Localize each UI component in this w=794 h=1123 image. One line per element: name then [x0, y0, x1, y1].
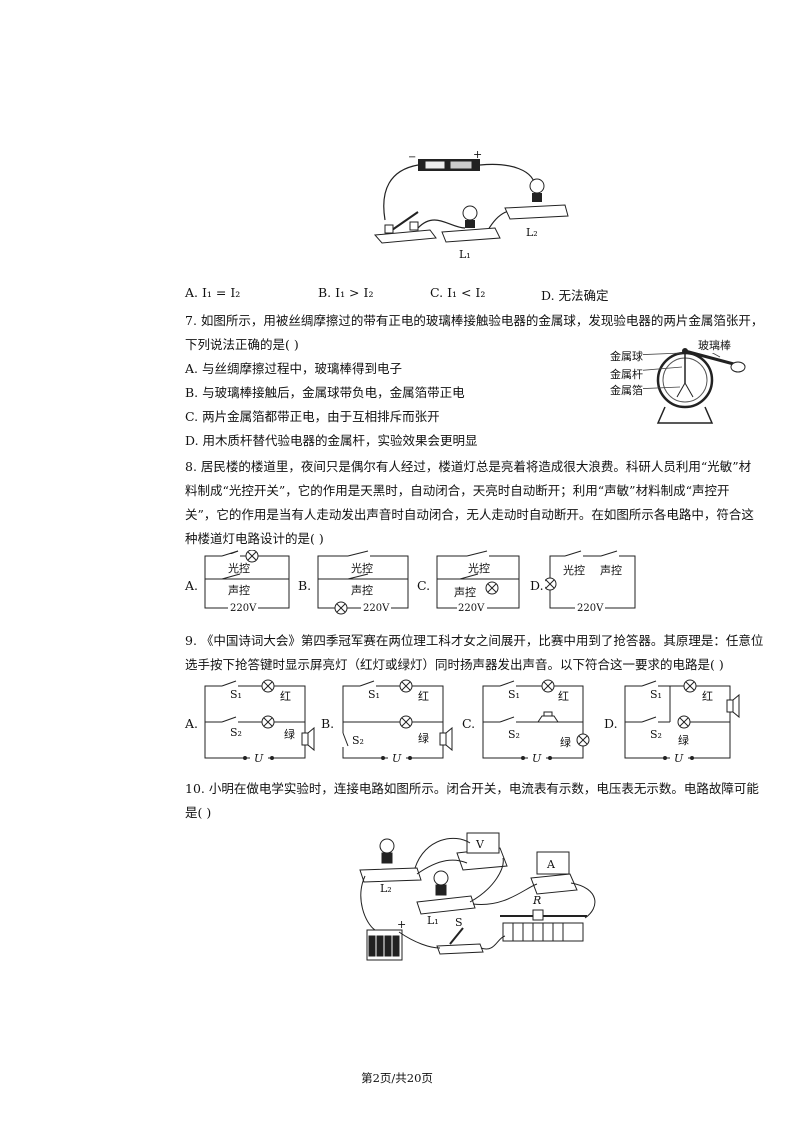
q9-d-s2: S₂: [650, 728, 662, 741]
q8-option-a-label[interactable]: A.: [185, 578, 199, 593]
q9-c-s2: S₂: [508, 728, 520, 741]
q7-label-rod: 金属杆: [610, 366, 643, 382]
q10-label-r: R: [533, 894, 542, 907]
q9-option-d-label[interactable]: D.: [604, 716, 618, 731]
q9-a-s1: S₁: [230, 688, 242, 701]
q8-c-voltage: 220V: [458, 603, 485, 614]
q8-circuit-a[interactable]: 光控 声控 220V: [200, 549, 292, 618]
q9-d-green: 绿: [678, 734, 689, 747]
q9-circuit-d[interactable]: S₁ 红 S₂ 绿 U: [620, 678, 745, 770]
q9-a-s2: S₂: [230, 726, 242, 739]
q10-circuit-figure: V A L₂ L₁ S R +: [355, 828, 610, 970]
q9-text-line2: 选手按下抢答键时显示屏亮灯（红灯或绿灯）同时扬声器发出声音。以下符合这一要求的电…: [185, 657, 724, 672]
q8-c-light-ctrl: 光控: [468, 562, 490, 575]
q8-d-sound-ctrl: 声控: [600, 564, 622, 577]
q9-circuit-c[interactable]: S₁ 红 S₂ 绿 U: [478, 678, 596, 770]
q7-electroscope-figure: 金属球 金属杆 金属箔 玻璃棒: [609, 335, 775, 430]
q10-text-line2: 是( ): [185, 805, 212, 820]
q7-text-line2: 下列说法正确的是( ): [185, 337, 299, 352]
q9-d-s1: S₁: [650, 688, 662, 701]
q9-text-line1: 9. 《中国诗词大会》第四季冠军赛在两位理工科才女之间展开，比赛中用到了抢答器。…: [185, 633, 764, 648]
q9-a-green: 绿: [284, 728, 295, 741]
q6-option-d[interactable]: D. 无法确定: [541, 288, 609, 303]
q8-c-sound-ctrl: 声控: [454, 586, 476, 599]
q9-a-red: 红: [280, 690, 291, 703]
q6-label-l1: L₁: [459, 248, 471, 261]
q7-text-line1: 7. 如图所示，用被丝绸摩擦过的带有正电的玻璃棒接触验电器的金属球，发现验电器的…: [185, 313, 764, 328]
q9-b-red: 红: [418, 690, 429, 703]
q8-b-sound-ctrl: 声控: [351, 584, 373, 597]
q9-b-s2: S₂: [352, 734, 364, 747]
q6-plus-sign: +: [473, 150, 482, 161]
q8-d-light-ctrl: 光控: [563, 564, 585, 577]
q6-minus-sign: −: [408, 152, 416, 163]
q9-option-a-label[interactable]: A.: [185, 716, 199, 731]
q6-circuit-figure: − + L₂ L₁: [370, 148, 580, 265]
svg-text:V: V: [475, 838, 485, 851]
q8-a-sound-ctrl: 声控: [228, 584, 250, 597]
q9-b-s1: S₁: [368, 688, 380, 701]
q9-option-b-label[interactable]: B.: [321, 716, 335, 731]
q8-circuit-b[interactable]: 光控 声控 220V: [313, 550, 413, 618]
svg-text:A: A: [546, 858, 556, 871]
q9-c-s1: S₁: [508, 688, 520, 701]
q8-text-line4: 种楼道灯电路设计的是( ): [185, 531, 324, 546]
q9-c-red: 红: [558, 690, 569, 703]
q9-c-green: 绿: [560, 736, 571, 749]
q6-label-l2: L₂: [526, 226, 538, 239]
q10-label-plus: +: [397, 918, 407, 931]
q8-text-line1: 8. 居民楼的楼道里，夜间只是偶尔有人经过，楼道灯总是亮着将造成很大浪费。科研人…: [185, 459, 752, 474]
page-number-footer: 第2页/共20页: [361, 1071, 433, 1085]
q9-circuit-b[interactable]: S₁ 红 S₂ 绿 U: [338, 678, 456, 770]
q8-circuit-c[interactable]: 光控 声控 220V: [432, 550, 524, 618]
q8-a-light-ctrl: 光控: [228, 562, 250, 575]
q9-b-u: U: [392, 752, 402, 765]
q10-label-l2: L₂: [380, 882, 392, 895]
q6-option-b[interactable]: B. I₁ > I₂: [318, 285, 374, 300]
q9-option-c-label[interactable]: C.: [462, 716, 476, 731]
q8-circuit-d[interactable]: 光控 声控 220V: [543, 550, 640, 618]
q8-option-d-label[interactable]: D.: [530, 578, 544, 593]
q10-label-s: S: [455, 916, 463, 929]
q8-b-light-ctrl: 光控: [351, 562, 373, 575]
q9-b-green: 绿: [418, 732, 429, 745]
q7-option-c[interactable]: C. 两片金属箔都带正电，由于互相排斥而张开: [185, 409, 440, 424]
q8-text-line2: 料制成“光控开关”，它的作用是天黑时，自动闭合，天亮时自动断开；利用“声敏”材料…: [185, 483, 730, 498]
q8-d-voltage: 220V: [577, 603, 604, 614]
q8-option-b-label[interactable]: B.: [298, 578, 312, 593]
q7-label-glass: 玻璃棒: [698, 337, 731, 353]
q9-d-red: 红: [702, 690, 713, 703]
q9-a-u: U: [254, 752, 264, 765]
q8-a-voltage: 220V: [230, 603, 257, 614]
q7-option-b[interactable]: B. 与玻璃棒接触后，金属球带负电，金属箔带正电: [185, 385, 465, 400]
q7-label-ball: 金属球: [610, 348, 643, 364]
q8-option-c-label[interactable]: C.: [417, 578, 431, 593]
q8-text-line3: 关”，它的作用是当有人走动发出声音时自动闭合，无人走动时自动断开。在如图所示各电…: [185, 507, 754, 522]
q9-d-u: U: [674, 752, 684, 765]
q10-text-line1: 10. 小明在做电学实验时，连接电路如图所示。闭合开关，电流表有示数，电压表无示…: [185, 781, 759, 796]
q8-b-voltage: 220V: [363, 603, 390, 614]
q7-option-a[interactable]: A. 与丝绸摩擦过程中，玻璃棒得到电子: [185, 361, 402, 376]
q6-option-c[interactable]: C. I₁ < I₂: [430, 285, 486, 300]
q7-label-foil: 金属箔: [610, 382, 643, 398]
q7-option-d[interactable]: D. 用木质杆替代验电器的金属杆，实验效果会更明显: [185, 433, 478, 448]
q6-option-a[interactable]: A. I₁ = I₂: [185, 285, 241, 300]
q9-circuit-a[interactable]: S₁ 红 S₂ 绿 U: [200, 678, 318, 770]
q10-label-l1: L₁: [427, 914, 439, 927]
q9-c-u: U: [532, 752, 542, 765]
